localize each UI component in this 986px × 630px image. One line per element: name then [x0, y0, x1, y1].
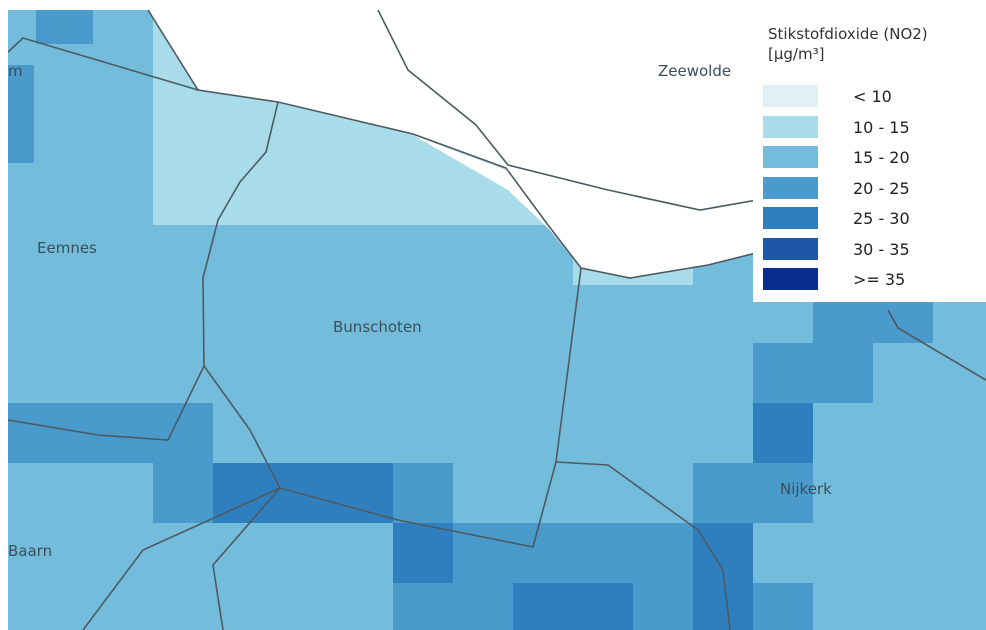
grid-cell-25-30 [753, 403, 813, 463]
legend-label: 15 - 20 [853, 148, 910, 167]
legend-label: 25 - 30 [853, 209, 910, 228]
grid-cell-20-25 [753, 583, 813, 630]
legend-title-unit: [µg/m³] [768, 45, 825, 63]
municipal-boundaries [8, 10, 986, 630]
legend-item: >= 35 [763, 268, 978, 290]
legend-item: 20 - 25 [763, 176, 978, 199]
legend-item: 15 - 20 [763, 146, 978, 168]
legend-label: 20 - 25 [853, 178, 910, 198]
place-label-nijkerk: Nijkerk [780, 480, 832, 498]
legend-swatch [763, 237, 818, 260]
legend-label: 10 - 15 [853, 117, 910, 137]
legend-swatch [763, 115, 818, 138]
grid-cell-25-30 [513, 583, 633, 630]
legend-title-line1: Stikstofdioxide (NO2) [768, 25, 928, 43]
place-label-zeewolde: Zeewolde [658, 62, 732, 80]
legend-swatch [763, 268, 818, 290]
grid-cell-20-25 [36, 10, 93, 44]
legend-item: 25 - 30 [763, 207, 978, 229]
grid-cell-20-25 [8, 403, 213, 463]
legend-swatch [763, 207, 818, 229]
grid-cell-20-25 [8, 65, 34, 163]
legend-swatch [763, 176, 818, 199]
legend-swatch [763, 85, 818, 107]
place-label-bunschoten: Bunschoten [333, 318, 422, 336]
legend-item: 30 - 35 [763, 237, 978, 260]
water-area [148, 10, 768, 278]
place-label-eemnes: Eemnes [37, 239, 97, 257]
legend-item: < 10 [763, 85, 978, 107]
grid-cell-20-25 [693, 463, 813, 523]
legend-item: 10 - 15 [763, 115, 978, 138]
grid-cell-25-30 [393, 523, 453, 583]
legend-label: < 10 [853, 87, 892, 106]
place-label-baarn: Baarn [8, 542, 53, 560]
legend-label: >= 35 [853, 270, 906, 289]
legend-title: Stikstofdioxide (NO2) [µg/m³] [768, 24, 983, 64]
legend-swatch [763, 146, 818, 168]
grid-cell-20-25 [753, 343, 873, 403]
map-legend: Stikstofdioxide (NO2) [µg/m³] < 10 10 - 1… [753, 10, 986, 302]
legend-label: 30 - 35 [853, 239, 910, 259]
grid-cell-25-30 [213, 463, 393, 523]
grid-cell-20-25 [813, 300, 933, 343]
place-label-partial: m [8, 62, 23, 80]
